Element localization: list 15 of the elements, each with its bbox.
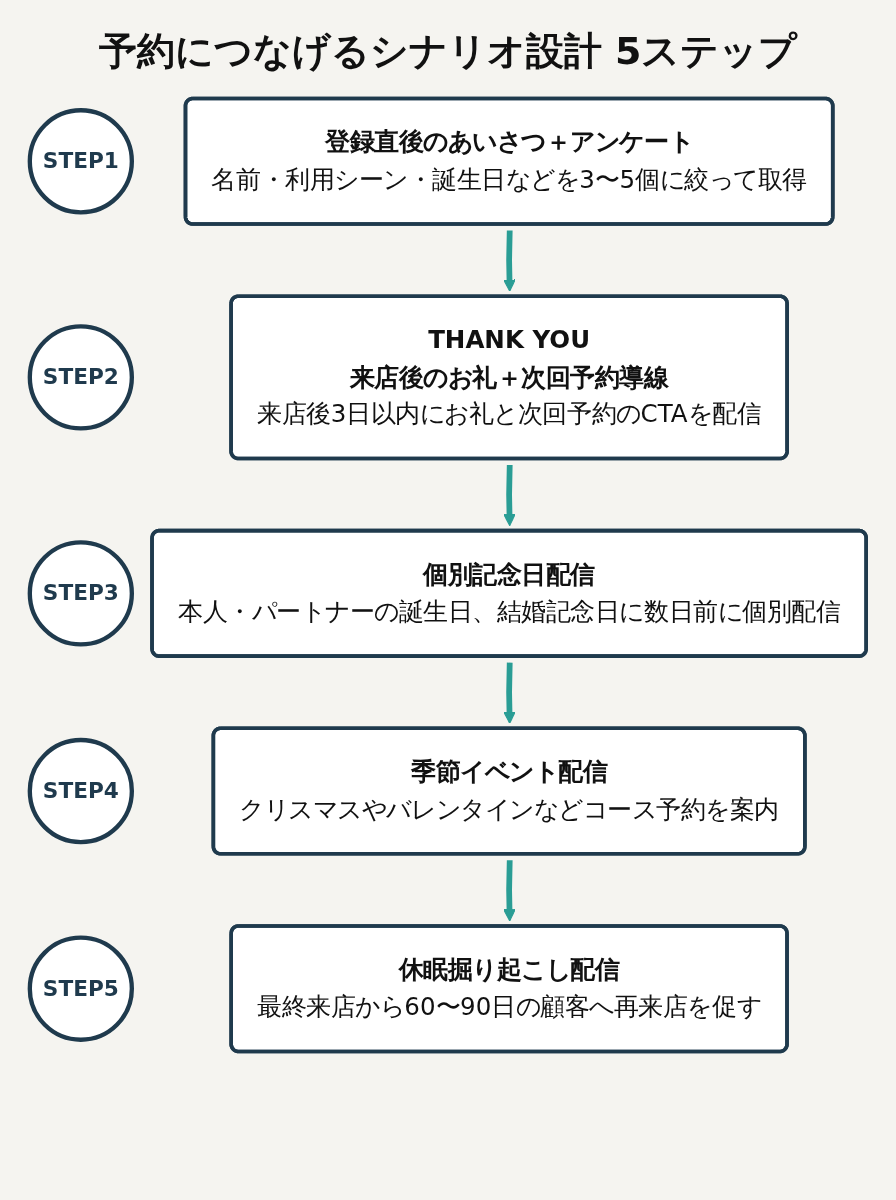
step-card: THANK YOU 来店後のお礼＋次回予約導線 来店後3日以内にお礼と次回予約のCTAを配信 xyxy=(229,294,789,461)
step-card: 登録直後のあいさつ＋アンケート 名前・利用シーン・誕生日などを3〜5個に絞って取得 xyxy=(183,96,835,226)
step-badge: STEP4 xyxy=(27,737,134,845)
arrow xyxy=(503,662,516,724)
title: 予約につなげるシナリオ設計 5ステップ xyxy=(97,28,799,75)
step-badge: STEP1 xyxy=(27,108,134,215)
arrow xyxy=(503,464,516,527)
step-badge: STEP3 xyxy=(27,540,134,647)
step-card: 休眠掘り起こし配信 最終来店から60〜90日の顧客へ再来店を促す xyxy=(229,924,789,1054)
arrow xyxy=(503,860,516,922)
step-card: 個別記念日配信 本人・パートナーの誕生日、結婚記念日に数日前に個別配信 xyxy=(150,528,868,658)
step-badge: STEP5 xyxy=(27,935,134,1042)
step-card: 季節イベント配信 クリスマスやバレンタインなどコース予約を案内 xyxy=(211,726,807,856)
arrow xyxy=(503,230,516,292)
step-badge: STEP2 xyxy=(27,324,134,431)
